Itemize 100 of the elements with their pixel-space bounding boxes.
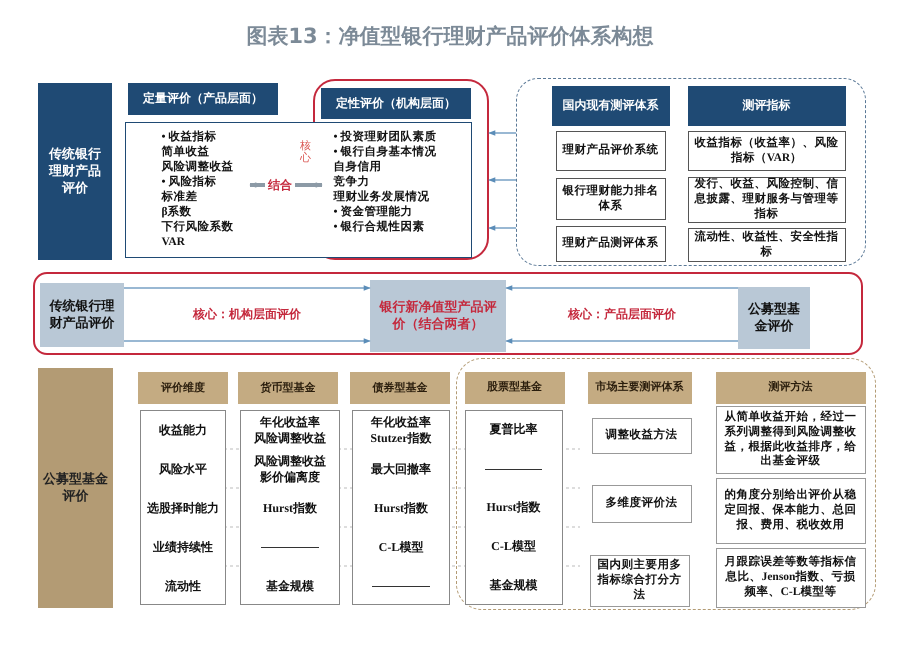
- node-label: 测评指标: [742, 98, 790, 114]
- note-label: 核心: [300, 140, 311, 164]
- arrow: [488, 225, 516, 231]
- list-item: 简单收益: [160, 144, 210, 160]
- header-box: [464, 372, 564, 404]
- cell-text: 基金规模: [266, 578, 314, 594]
- info-box: [556, 130, 666, 170]
- node-label: 银行理财能力排名体系: [562, 184, 660, 214]
- list-item: 自身信用: [332, 160, 382, 175]
- category-box: [40, 283, 124, 347]
- node-label: 传统银行理财产品评价: [48, 298, 116, 332]
- cell-text: 风险调整收益: [254, 430, 326, 446]
- cell-text: Hurst指数: [486, 500, 540, 516]
- table-column: [240, 410, 340, 605]
- header-box: [688, 86, 846, 126]
- cell-text: 最大回撤率: [371, 462, 431, 478]
- category-box: [738, 287, 810, 349]
- header-box: [552, 86, 670, 126]
- cell-text: Hurst指数: [374, 500, 428, 516]
- list-item: VAR: [160, 234, 186, 250]
- diagram-title: 图表13：净值型银行理财产品评价体系构想: [245, 23, 655, 50]
- cell-text: C-L模型: [378, 540, 424, 556]
- list-item: 竞争力: [332, 174, 370, 190]
- node-label: 银行新净值型产品评价（结合两者）: [378, 299, 498, 333]
- table-column: [352, 410, 450, 605]
- node-label: 公募型基金评价: [43, 471, 108, 505]
- info-box: [716, 478, 866, 544]
- node-label: 调整收益方法: [606, 428, 678, 443]
- table-column: [140, 410, 226, 605]
- edge-label: 核心：产品层面评价: [565, 306, 679, 322]
- node-label: 从简单收益开始，经过一系列调整得到风险调整收益，根据此收益排序，给出基金评级: [723, 410, 858, 470]
- list-item: • 风险指标: [160, 174, 218, 190]
- node-label: 定性评价（机构层面）: [336, 96, 456, 112]
- node-label: 收益指标（收益率）、风险指标（VAR）: [694, 136, 840, 166]
- info-box: [688, 130, 846, 170]
- arrow: [124, 338, 371, 344]
- cell-text: 收益能力: [159, 422, 207, 438]
- list-item: 理财业务发展情况: [332, 190, 430, 205]
- list-item: 标准差: [160, 190, 198, 205]
- node-label: 市场主要测评体系: [596, 380, 684, 395]
- header-box: [238, 372, 338, 404]
- node-label: 国内则主要用多指标综合打分方法: [596, 558, 682, 603]
- list-item: • 资金管理能力: [332, 204, 414, 220]
- node-label: 理财产品评价系统: [562, 143, 658, 158]
- node-label: 评价维度: [161, 380, 205, 396]
- node-label: 测评方法: [768, 380, 812, 395]
- info-box: [716, 406, 866, 474]
- dashed-group: [516, 78, 866, 266]
- edge-label: 核心：机构层面评价: [190, 306, 304, 322]
- node-label: 公募型基金评价: [746, 301, 801, 335]
- cell-text: C-L模型: [491, 539, 536, 555]
- list-item: 下行风险系数: [160, 220, 234, 235]
- info-box: [556, 226, 666, 262]
- arrow: [488, 130, 516, 136]
- result-box: [370, 280, 506, 352]
- dashed-group: [456, 358, 876, 610]
- header-box: [588, 372, 692, 404]
- cell-text: Hurst指数: [263, 500, 317, 516]
- cell-text: 风险水平: [159, 462, 207, 478]
- header-box: [350, 372, 450, 404]
- cell-text: 年化收益率: [260, 414, 320, 430]
- header-box: [716, 372, 866, 404]
- cell-text: 夏普比率: [490, 422, 538, 438]
- arrow: [505, 285, 738, 291]
- info-box: [592, 418, 692, 454]
- node-label: 货币型基金: [260, 380, 316, 396]
- node-label: 债券型基金: [372, 380, 428, 396]
- list-item: • 收益指标: [160, 130, 218, 145]
- arrow: [488, 177, 516, 183]
- cell-text: 选股择时能力: [147, 500, 219, 516]
- cell-text: 基金规模: [490, 578, 538, 594]
- list-item: • 银行合规性因素: [332, 220, 426, 235]
- node-label: 股票型基金: [487, 380, 542, 395]
- list-item: β系数: [160, 204, 193, 220]
- node-label: 理财产品测评体系: [562, 236, 658, 251]
- cell-text: 影价偏离度: [260, 470, 320, 486]
- highlight-band: [33, 272, 863, 355]
- node-label: 发行、收益、风险控制、信息披露、理财服务与管理等指标: [694, 177, 840, 222]
- list-item: • 银行自身基本情况: [332, 144, 438, 160]
- header-box: [138, 372, 228, 404]
- arrow: [505, 338, 738, 344]
- info-box: [592, 484, 692, 522]
- info-box: [556, 178, 666, 220]
- cell-text: Stutzer指数: [370, 430, 432, 446]
- category-box: [38, 83, 112, 260]
- node-label: 的角度分别给出评价从稳定回报、保本能力、总回报、费用、税收效用: [723, 488, 858, 533]
- info-box: [688, 228, 846, 262]
- node-label: 定量评价（产品层面）: [143, 91, 263, 107]
- cell-text: 年化收益率: [371, 414, 431, 430]
- cell-text: 业绩持续性: [153, 540, 213, 556]
- node-label: 国内现有测评体系: [562, 98, 658, 114]
- node-label: 多维度评价法: [606, 496, 678, 511]
- cell-text: 流动性: [165, 578, 201, 594]
- cell-text: 风险调整收益: [254, 454, 326, 470]
- list-item: • 投资理财团队素质: [332, 130, 438, 145]
- category-box: [38, 368, 113, 608]
- node-label: 传统银行理财产品评价: [48, 146, 102, 197]
- arrow: [124, 285, 371, 291]
- info-box: [590, 554, 690, 606]
- list-item: 风险调整收益: [160, 160, 234, 175]
